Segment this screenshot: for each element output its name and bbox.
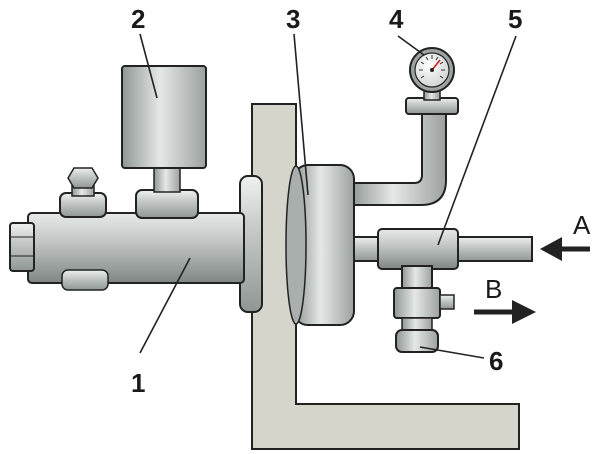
mounting-bracket	[251, 103, 520, 450]
label-master-cylinder: 1	[131, 368, 145, 398]
label-pressure-gauge: 4	[389, 4, 404, 34]
bleed-valve	[393, 287, 455, 353]
arrow-label-b: B	[485, 274, 502, 304]
servo-booster	[239, 164, 355, 326]
fluid-reservoir	[121, 65, 207, 169]
arrow-b-outflow-icon	[474, 300, 536, 324]
gauge-pipe	[349, 111, 447, 206]
label-tee-fitting: 5	[508, 4, 522, 34]
leader-lines	[139, 33, 517, 359]
label-servo-booster: 3	[286, 4, 300, 34]
label-reservoir: 2	[131, 4, 145, 34]
tee-fitting	[377, 228, 459, 291]
arrow-label-a: A	[573, 210, 591, 240]
master-cylinder	[9, 165, 245, 291]
arrow-a-inflow-icon	[540, 237, 590, 261]
pressure-gauge-icon	[409, 47, 455, 93]
label-bleed-valve: 6	[489, 346, 503, 376]
